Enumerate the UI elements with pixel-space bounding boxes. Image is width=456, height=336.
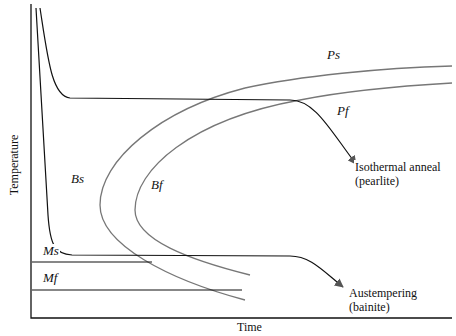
pf-curve	[300, 83, 452, 100]
process-label: Austempering (bainite)	[348, 286, 436, 314]
process-label: Isothermal anneal (pearlite)	[354, 160, 452, 188]
curve-label: Ps	[326, 48, 341, 62]
curve-label: Bf	[150, 178, 164, 192]
line-label: Mf	[42, 271, 58, 285]
axes	[31, 4, 452, 318]
anneal-cooling-path	[40, 8, 356, 164]
curve-label: Bs	[70, 172, 85, 186]
austemper-cooling-path	[36, 8, 343, 287]
axis-label: Time	[236, 320, 263, 334]
bf-curve	[135, 100, 300, 275]
axis-label: Temperature	[7, 134, 21, 196]
ms-line	[32, 261, 152, 262]
mf-line	[32, 289, 242, 290]
line-label: Ms	[42, 244, 60, 258]
curve-label: Pf	[336, 104, 350, 118]
